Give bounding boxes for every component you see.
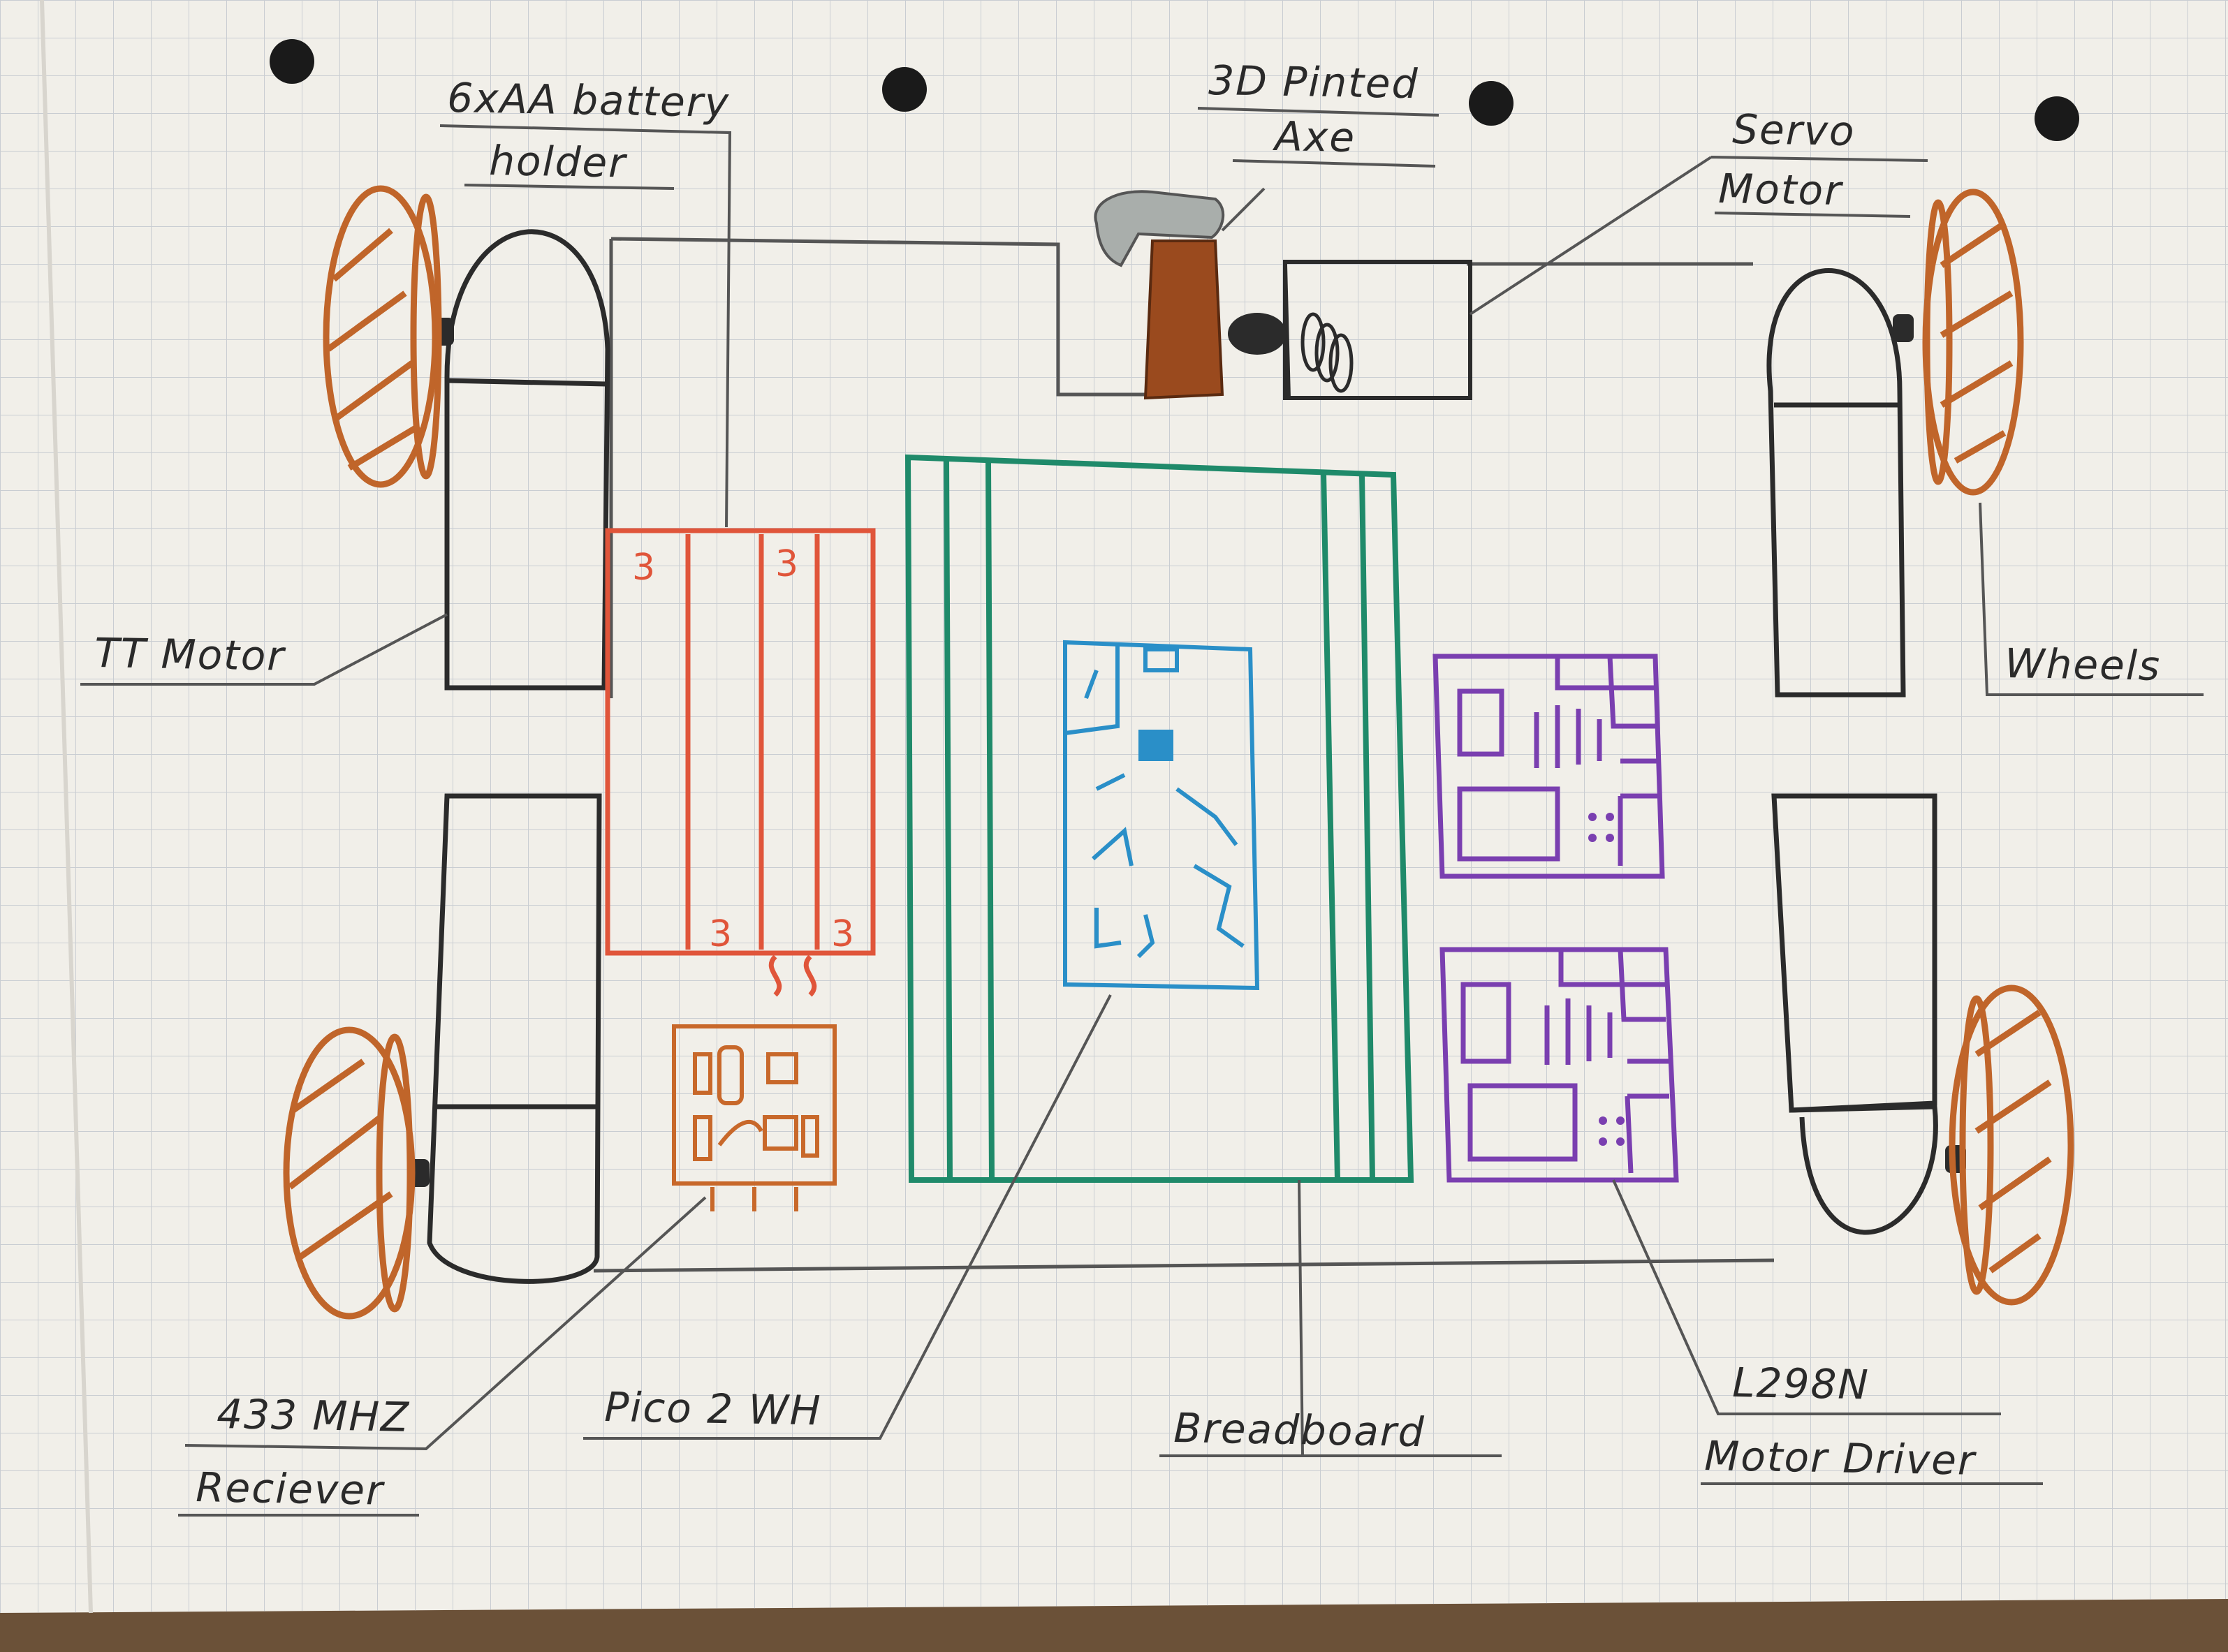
label-driver-line1: L298N bbox=[1732, 1359, 1870, 1408]
label-servo-line2: Motor bbox=[1718, 165, 1844, 214]
leader-lines bbox=[80, 107, 2204, 1517]
punch-holes bbox=[270, 39, 2079, 141]
motor-driver-top bbox=[1432, 654, 1665, 879]
receiver-module bbox=[672, 1024, 837, 1211]
breadboard bbox=[904, 454, 1414, 1183]
svg-text:3: 3 bbox=[709, 913, 732, 955]
label-receiver-line2: Reciever bbox=[196, 1463, 386, 1514]
label-tt-motor: TT Motor bbox=[94, 629, 286, 680]
wheel-rear-right bbox=[1949, 984, 2074, 1306]
label-battery-line2: holder bbox=[489, 137, 628, 186]
label-breadboard: Breadboard bbox=[1173, 1404, 1426, 1456]
label-driver-line2: Motor Driver bbox=[1704, 1432, 1977, 1484]
label-battery-line1: 6xAA battery bbox=[447, 74, 731, 126]
label-receiver-line1: 433 MHZ bbox=[217, 1390, 411, 1441]
label-servo-line1: Servo bbox=[1732, 105, 1856, 155]
svg-text:3: 3 bbox=[831, 913, 854, 955]
svg-text:3: 3 bbox=[775, 543, 798, 585]
label-wheels: Wheels bbox=[2005, 640, 2162, 690]
printed-axe bbox=[1094, 187, 1266, 400]
wheels bbox=[283, 185, 2074, 1320]
wheel-rear-left bbox=[283, 1026, 416, 1320]
label-pico: Pico 2 WH bbox=[604, 1383, 822, 1434]
wheel-front-right bbox=[1922, 189, 2024, 496]
motor-driver-bottom bbox=[1439, 947, 1679, 1183]
tt-motor-left bbox=[427, 229, 610, 1284]
wheel-front-left bbox=[323, 185, 442, 488]
svg-text:3: 3 bbox=[632, 547, 655, 589]
pico-board bbox=[1063, 640, 1260, 991]
battery-holder: 3 3 3 3 bbox=[605, 528, 876, 997]
graph-grid bbox=[0, 0, 2228, 1613]
label-axe-line1: 3D Pinted bbox=[1208, 57, 1419, 108]
servo-motor bbox=[1228, 260, 1472, 400]
tt-motor-right bbox=[1766, 268, 1938, 1235]
label-axe-line2: Axe bbox=[1272, 112, 1356, 161]
paper-fold-edge bbox=[40, 0, 93, 1614]
labels: 6xAA battery holder 3D Pinted Axe Servo … bbox=[94, 57, 2162, 1514]
